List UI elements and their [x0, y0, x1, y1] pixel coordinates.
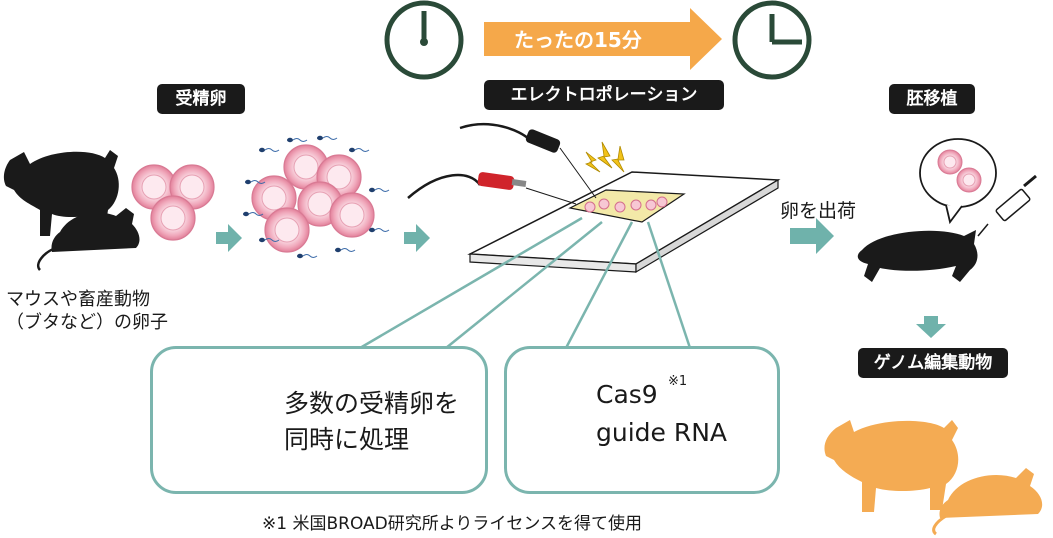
process-label: エレクトロポレーション — [484, 80, 724, 110]
step-arrow — [404, 224, 430, 252]
duration-arrow — [484, 8, 722, 70]
footnote: ※1 米国BROAD研究所よりライセンスを得て使用 — [262, 514, 643, 534]
eggs-with-sperm — [242, 135, 390, 259]
box-mass-processing — [150, 346, 488, 494]
duration-label: たったの15分 — [514, 28, 642, 52]
step-arrow — [216, 224, 242, 252]
fertilized-egg-heading: 受精卵 — [157, 84, 245, 114]
step-arrow — [790, 218, 834, 254]
pig-mouse-silhouette — [3, 150, 140, 271]
step-arrow — [916, 316, 946, 338]
electroporation-device — [407, 123, 781, 274]
recipient-pig-silhouette — [857, 230, 978, 282]
speech-bubble-eggs — [919, 138, 997, 225]
mass-processing-line2: 同時に処理 — [284, 425, 410, 454]
callout-lines — [359, 216, 692, 350]
clock-end-icon — [732, 0, 812, 80]
genome-edited-animals — [824, 420, 1043, 536]
fertilized-eggs — [131, 164, 215, 241]
embryo-transfer-heading: 胚移植 — [889, 84, 975, 114]
egg-source-caption-1: マウスや畜産動物 — [6, 289, 150, 310]
footnote-mark: ※1 — [668, 374, 688, 389]
box-reagents — [504, 346, 780, 494]
syringe-icon — [977, 174, 1037, 237]
cas9-label: Cas9 — [596, 380, 658, 409]
guide-rna-label: guide RNA — [596, 418, 728, 447]
ship-eggs-label: 卵を出荷 — [780, 200, 857, 222]
egg-source-caption-2: （ブタなど）の卵子 — [6, 312, 168, 333]
clock-start-icon — [384, 0, 464, 80]
genome-edited-heading: ゲノム編集動物 — [858, 348, 1008, 378]
mass-processing-line1: 多数の受精卵を — [284, 389, 460, 418]
